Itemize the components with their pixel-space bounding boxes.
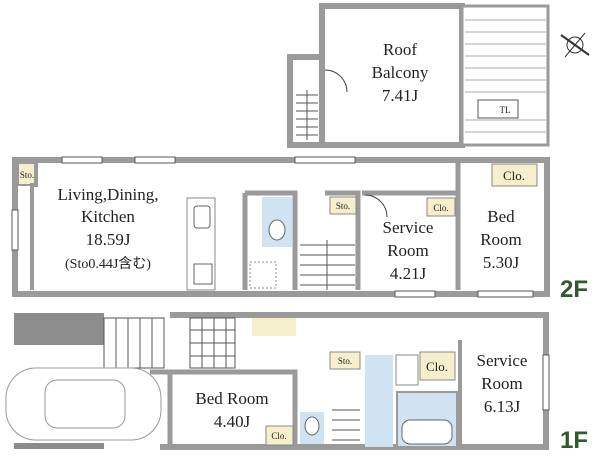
entrance-mat <box>252 318 296 336</box>
hall-wall <box>325 190 361 290</box>
1f-bed-room-area: 4.40J <box>214 412 251 431</box>
ldk-wall <box>30 163 38 290</box>
service-room-area: 4.21J <box>390 264 427 283</box>
roof-stair-wall <box>287 54 325 148</box>
floor-1f: Clo. Sto. Clo. Bed Room 4.40J Service Ro… <box>5 312 588 454</box>
window <box>477 290 534 298</box>
1f-service-room-line1: Service <box>477 351 528 370</box>
floor-1f-label: 1F <box>560 427 588 454</box>
washroom <box>365 355 393 447</box>
1f-stairs <box>332 409 360 441</box>
1f-closet-label: Clo. <box>426 359 448 374</box>
window <box>134 156 176 164</box>
tl-label: TL <box>500 105 511 115</box>
bed-room-line1: Bed <box>487 207 515 226</box>
window <box>294 156 356 164</box>
bed-room-line2: Room <box>480 230 522 249</box>
carport-wall <box>14 313 104 345</box>
bed-closet-label: Clo. <box>503 168 525 183</box>
roof-deck-hatched <box>460 4 550 147</box>
sink-icon <box>193 205 211 229</box>
1f-bed-closet-label: Clo. <box>271 431 286 441</box>
bathtub-icon <box>401 419 453 445</box>
roof-stairs <box>296 90 318 140</box>
roof-balcony-wall <box>319 3 465 148</box>
window <box>394 290 436 298</box>
1f-service-room-area: 6.13J <box>484 397 521 416</box>
service-room-line2: Room <box>387 241 429 260</box>
1f-bed-room-line1: Bed Room <box>195 389 268 408</box>
bed-closet <box>491 163 538 187</box>
toilet-icon <box>304 416 320 436</box>
carport-wall <box>14 443 104 449</box>
window <box>542 354 550 411</box>
roof-balcony-line1: Roof <box>383 40 417 59</box>
stove-icon <box>193 263 213 285</box>
tl-box <box>477 99 519 119</box>
roof-balcony-line2: Balcony <box>372 63 429 82</box>
ldk-note: (Sto0.44J含む) <box>65 256 151 272</box>
bed-room-area: 5.30J <box>483 253 520 272</box>
1f-bed-closet <box>265 425 294 446</box>
service-room-wall <box>362 163 461 290</box>
window <box>11 209 19 251</box>
ldk-line2: Kitchen <box>81 207 135 226</box>
2f-stairs <box>300 240 355 290</box>
entrance-tiles <box>103 317 236 369</box>
window <box>61 156 103 164</box>
service-room-line1: Service <box>383 218 434 237</box>
service-closet <box>426 197 456 217</box>
service-closet-label: Clo. <box>433 203 448 213</box>
ldk-area: 18.59J <box>86 230 131 249</box>
car-icon <box>5 367 162 441</box>
shower-floor <box>249 261 277 289</box>
1f-storage-label: Sto. <box>338 356 352 366</box>
compass-rose-icon <box>560 32 590 58</box>
deck-boards <box>465 19 546 133</box>
bed-room-wall <box>150 369 298 447</box>
floor-2f: Sto. Sto. Clo. Clo. Living,Dining, Kitch… <box>11 156 588 303</box>
floor-2f-label: 2F <box>560 276 588 303</box>
1f-storage <box>329 351 361 370</box>
roof-door-swing <box>324 69 348 93</box>
toilet-icon <box>268 219 286 241</box>
toilet-wall <box>242 190 298 290</box>
hall-storage-label: Sto. <box>336 201 350 211</box>
roof-level: TL Roof Balcony 7.41J <box>287 3 550 148</box>
vanity-icon <box>395 354 419 386</box>
ldk-storage-label: Sto. <box>20 170 34 180</box>
roof-balcony-area: 7.41J <box>382 86 419 105</box>
1f-closet <box>419 351 456 381</box>
ldk-line1: Living,Dining, <box>57 185 158 204</box>
1f-service-room-line2: Room <box>481 374 523 393</box>
hall-storage <box>329 196 357 215</box>
door-swing <box>364 194 388 218</box>
